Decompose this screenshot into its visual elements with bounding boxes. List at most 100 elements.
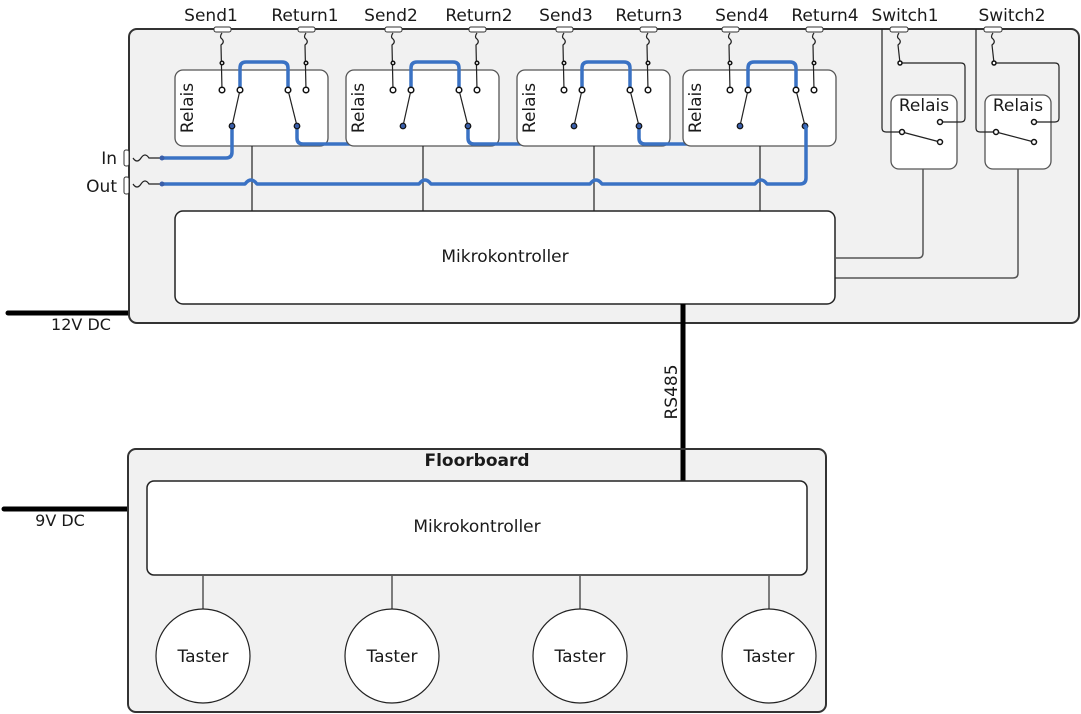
contact [726,86,734,94]
port-label-switch2: Switch2 [978,6,1045,26]
pivot-contact [293,122,301,130]
switch-relay-label: Relais [899,96,949,116]
power-label-12v: 12V DC [51,315,111,334]
switch-relay-label: Relais [993,96,1043,116]
return-jack [805,26,824,33]
port-label-send4: Send4 [715,6,769,26]
send-node [727,60,733,66]
taster-button[interactable] [721,608,817,704]
pivot-contact [570,122,578,130]
send-jack [384,26,403,33]
port-label-return2: Return2 [445,6,512,26]
switch-arm [231,89,241,127]
contact [897,60,903,66]
contact [407,86,415,94]
contact [898,128,906,136]
return-node [645,60,651,66]
return-node [474,60,480,66]
output-signal-path [160,125,808,186]
effects-controller-label: Mikrokontroller [441,247,568,267]
contact [1030,138,1038,146]
input-label: In [101,149,117,169]
switch-relay-2: Relais [975,26,1060,170]
port-label-return3: Return3 [615,6,682,26]
return-jack [468,26,487,33]
pivot-contact [736,122,744,130]
contact [810,86,818,94]
output-jack [123,176,130,195]
switch1-control-wire [836,169,924,259]
contact [626,86,634,94]
contact [218,86,226,94]
send-wire [727,32,732,91]
taster-3[interactable]: Taster [532,575,628,704]
contact [792,86,800,94]
contact [936,138,944,146]
send-node [219,60,225,66]
taster-label: Taster [554,647,606,667]
contact [744,86,752,94]
loop-relay-label: Relais [520,83,540,133]
bypass-path [580,60,632,92]
taster-1[interactable]: Taster [155,575,251,704]
send-wire [561,32,566,91]
send-node [561,60,567,66]
taster-button[interactable] [344,608,440,704]
contact [389,86,397,94]
loop-relay-label: Relais [349,83,369,133]
loop-relay-label: Relais [178,83,198,133]
port-label-return4: Return4 [791,6,858,26]
taster-2[interactable]: Taster [344,575,440,704]
contact [991,60,997,66]
pivot-contact [635,122,643,130]
taster-button[interactable] [155,608,251,704]
switch-relay-1: Relais [881,26,966,170]
switch-arm [739,89,749,127]
taster-button[interactable] [532,608,628,704]
switch-arm [402,89,412,127]
return-wire [645,32,650,91]
input-node [159,155,165,161]
switch-arm [629,89,640,127]
return-node [811,60,817,66]
bypass-path [238,60,290,92]
contact [578,86,586,94]
floorboard-controller-box [146,480,808,576]
taster-label: Taster [743,647,795,667]
loop-relay-label: Relais [686,83,706,133]
effects-controller-box [174,210,836,305]
switch2-jack [983,26,1003,33]
return-jack [639,26,658,33]
send-jack [555,26,574,33]
contact [473,86,481,94]
port-label-switch1: Switch1 [871,6,938,26]
output-label: Out [86,177,117,197]
bypass-path [409,60,461,92]
port-label-send3: Send3 [539,6,593,26]
switch-arm [795,89,806,127]
switch2-control-wire [834,169,1019,279]
return-node [303,60,309,66]
return-wire [303,32,308,91]
power-label-9v: 9V DC [35,511,85,530]
port-label-send2: Send2 [364,6,418,26]
send-jack [721,26,740,33]
port-label-return1: Return1 [271,6,338,26]
switch-arm [573,89,583,127]
contact [455,86,463,94]
contact [236,86,244,94]
input-wire [132,154,162,162]
switch1-jack [889,26,909,33]
return-jack [297,26,316,33]
port-label-send1: Send1 [184,6,238,26]
switch1-contact-arm [901,131,941,143]
input-jack [123,149,130,167]
loop-relay-4: Relais [682,32,837,211]
switch2-tip-route [994,62,1060,123]
switch2-tip-wire [990,32,995,64]
contact [560,86,568,94]
taster-4[interactable]: Taster [721,575,817,704]
taster-label: Taster [177,647,229,667]
pivot-contact [464,122,472,130]
send-wire [390,32,395,91]
